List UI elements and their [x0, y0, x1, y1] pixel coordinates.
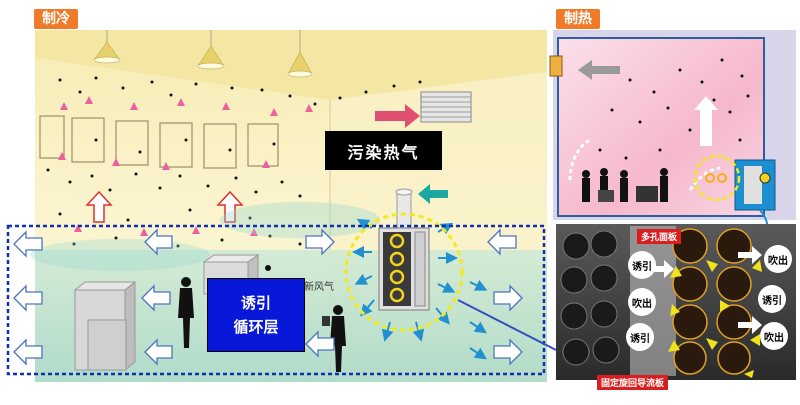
- heating-room: [549, 30, 796, 238]
- heat-exhaust-arrow: [578, 60, 620, 80]
- loop-label-line1: 诱引: [240, 294, 271, 312]
- perforated-panel-label: 多孔面板: [637, 229, 682, 244]
- particles: [46, 76, 422, 248]
- detail-connector: [457, 299, 557, 351]
- intake-arrow: [418, 184, 448, 204]
- pink-rising-arrows: [58, 96, 313, 236]
- big-rising-arrows: [85, 190, 244, 223]
- ceiling-lamps: [93, 30, 313, 78]
- cooling-room: [6, 30, 547, 382]
- heating-mode-tag: 制热: [556, 9, 600, 29]
- unit-highlight-circle: [344, 212, 464, 332]
- equipment-left: [73, 280, 137, 372]
- blow-label: 吹出: [628, 288, 656, 316]
- heat-rise-arrow: [694, 96, 718, 146]
- polluted-hot-air-label: 污染热气: [325, 131, 442, 170]
- exhaust-vent: [375, 91, 472, 128]
- blow-label: 吹出: [760, 322, 788, 350]
- cooling-mode-tag: 制冷: [34, 9, 78, 29]
- fixed-vane-label: 固定旋回导流板: [597, 375, 669, 390]
- loop-label-line2: 循环层: [233, 318, 279, 336]
- loop-layer-boundary: [6, 224, 546, 376]
- induce-label: 诱引: [758, 285, 786, 313]
- people: [178, 265, 346, 372]
- exhaust-arrow: [375, 104, 420, 128]
- outflow-arrows: [13, 228, 523, 366]
- blow-label: 吹出: [764, 245, 792, 273]
- induction-unit: [378, 188, 430, 311]
- induce-label: 诱引: [628, 251, 656, 279]
- induce-label: 诱引: [626, 323, 654, 351]
- fresh-air-label: 新风气: [304, 282, 334, 293]
- induction-loop-layer-label: 诱引 循环层: [207, 278, 305, 352]
